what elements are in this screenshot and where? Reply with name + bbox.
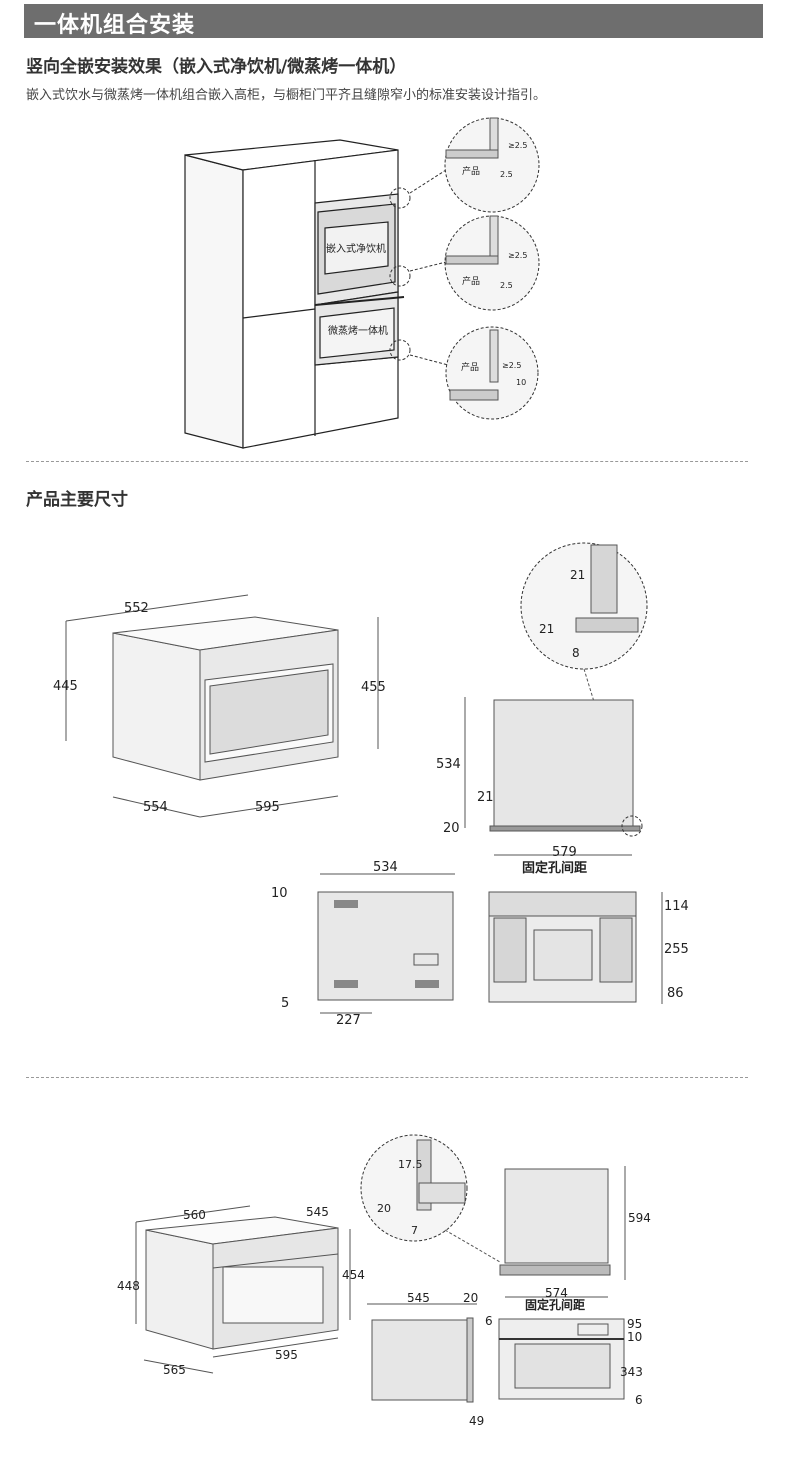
svg-text:255: 255	[664, 942, 689, 957]
dim-455: 455	[361, 680, 386, 695]
svg-text:560: 560	[183, 1208, 206, 1222]
svg-text:21: 21	[570, 568, 585, 582]
install-description: 嵌入式饮水与微蒸烤一体机组合嵌入高柜，与橱柜门平齐且缝隙窄小的标准安装设计指引。	[26, 88, 547, 103]
svg-text:≥2.5: ≥2.5	[502, 361, 521, 370]
svg-text:6: 6	[635, 1393, 643, 1407]
svg-text:227: 227	[336, 1013, 361, 1028]
svg-text:产品: 产品	[462, 165, 480, 177]
svg-text:95: 95	[627, 1317, 642, 1331]
svg-text:49: 49	[469, 1414, 484, 1428]
svg-text:固定孔间距: 固定孔间距	[525, 1297, 585, 1312]
steam-oven-label: 微蒸烤一体机	[328, 324, 388, 337]
svg-text:产品: 产品	[462, 275, 480, 287]
svg-text:343: 343	[620, 1365, 643, 1379]
svg-text:10: 10	[271, 886, 288, 901]
svg-text:产品: 产品	[461, 361, 479, 373]
header-bar: 一体机组合安装	[24, 4, 763, 38]
svg-text:20: 20	[463, 1291, 478, 1305]
svg-text:2.5: 2.5	[500, 170, 513, 179]
dim-595: 595	[255, 800, 280, 815]
svg-text:114: 114	[664, 899, 689, 914]
svg-text:454: 454	[342, 1268, 365, 1282]
svg-text:10: 10	[627, 1330, 642, 1344]
svg-text:534: 534	[436, 757, 461, 772]
cabinet-illustration: 嵌入式净饮机 微蒸烤一体机 产品 ≥2.5 2.5 产品 ≥2.5 2.5 产品…	[184, 117, 540, 449]
dim-552: 552	[124, 601, 149, 616]
svg-text:2.5: 2.5	[500, 281, 513, 290]
drink-machine-label: 嵌入式净饮机	[326, 242, 386, 255]
detail-circle-middle: 产品 ≥2.5 2.5	[444, 215, 540, 311]
svg-text:5: 5	[281, 996, 289, 1011]
svg-text:545: 545	[407, 1291, 430, 1305]
svg-text:6: 6	[485, 1314, 493, 1328]
svg-text:≥2.5: ≥2.5	[508, 251, 527, 260]
svg-text:20: 20	[377, 1202, 391, 1215]
divider-2	[26, 1077, 748, 1078]
svg-text:21: 21	[539, 622, 554, 636]
dims-section-title: 产品主要尺寸	[26, 490, 128, 510]
dim-445: 445	[53, 679, 78, 694]
svg-text:574: 574	[545, 1286, 568, 1300]
svg-text:545: 545	[306, 1205, 329, 1219]
drink-machine-dimensions: 552 445 455 554 595 21 21 8 534 21 20 57…	[53, 542, 689, 1028]
svg-text:21: 21	[477, 790, 494, 805]
page-title: 一体机组合安装	[34, 13, 196, 38]
svg-text:10: 10	[516, 378, 526, 387]
svg-text:86: 86	[667, 986, 684, 1001]
install-subtitle: 竖向全嵌安装效果（嵌入式净饮机/微蒸烤一体机）	[26, 57, 407, 77]
svg-text:534: 534	[373, 860, 398, 875]
svg-text:594: 594	[628, 1211, 651, 1225]
svg-text:固定孔间距: 固定孔间距	[522, 860, 587, 876]
svg-text:7: 7	[411, 1224, 418, 1237]
detail-circle-bottom: 产品 ≥2.5 10	[445, 326, 539, 420]
svg-text:448: 448	[117, 1279, 140, 1293]
dim-554: 554	[143, 800, 168, 815]
svg-text:565: 565	[163, 1363, 186, 1377]
svg-text:20: 20	[443, 821, 460, 836]
svg-text:8: 8	[572, 646, 580, 660]
svg-text:≥2.5: ≥2.5	[508, 141, 527, 150]
divider-1	[26, 461, 748, 462]
detail-circle-top: 产品 ≥2.5 2.5	[444, 117, 540, 213]
svg-text:17.5: 17.5	[398, 1158, 423, 1171]
svg-text:595: 595	[275, 1348, 298, 1362]
svg-text:579: 579	[552, 845, 577, 860]
